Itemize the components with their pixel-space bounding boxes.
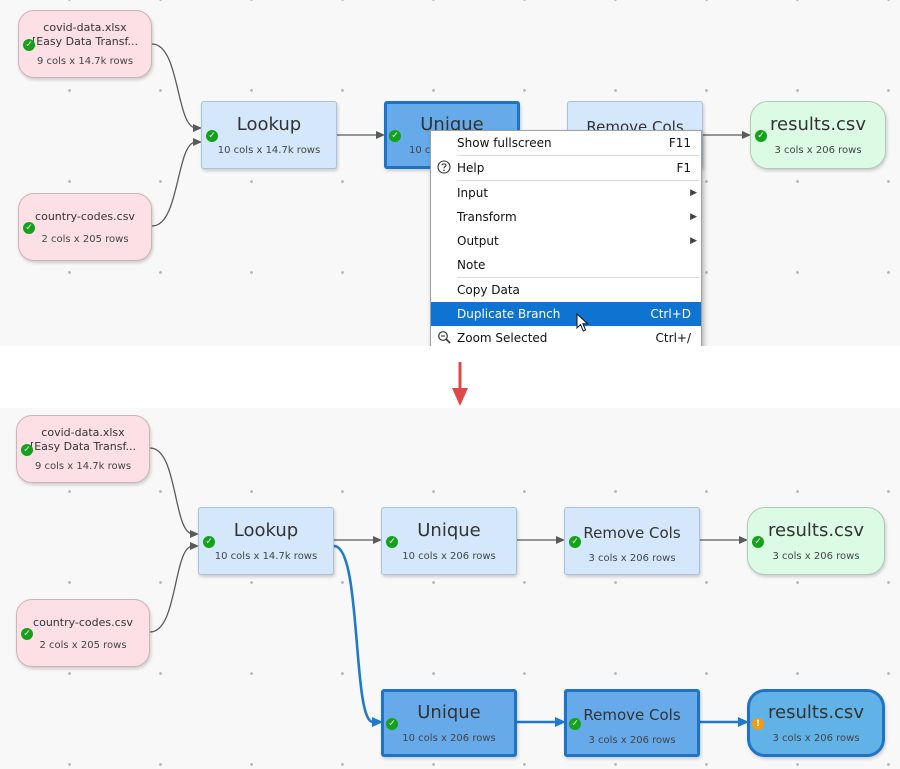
menu-item-label: Transform (457, 210, 517, 224)
menu-item-shortcut: Ctrl+D (650, 307, 691, 321)
node-results-csv-duplicate[interactable]: results.csv 3 cols x 206 rows ! (747, 689, 885, 757)
menu-item-shortcut: Ctrl+/ (655, 331, 691, 345)
node-title: Unique (417, 702, 481, 723)
node-meta: 10 cols x 14.7k rows (217, 145, 321, 156)
check-icon: ✓ (203, 536, 215, 548)
check-icon: ✓ (386, 718, 398, 730)
menu-item-shortcut: F1 (676, 161, 691, 175)
node-meta: 2 cols x 205 rows (39, 640, 127, 651)
node-lookup[interactable]: Lookup 10 cols x 14.7k rows ✓ (201, 101, 337, 169)
transition-arrow-icon (452, 362, 468, 406)
wire-country-lookup (151, 141, 197, 227)
canvas-before[interactable]: covid-data.xlsx [Easy Data Transf... 9 c… (0, 0, 900, 346)
check-icon: ✓ (206, 130, 218, 142)
node-meta: 10 co (409, 145, 437, 156)
wire-covid-lookup (149, 447, 194, 535)
node-lookup[interactable]: Lookup 10 cols x 14.7k rows ✓ (198, 507, 334, 575)
node-title: Remove Cols (583, 524, 681, 542)
menu-separator (457, 180, 699, 181)
node-meta: 3 cols x 206 rows (588, 735, 676, 746)
menu-separator (457, 277, 699, 278)
submenu-arrow-icon: ▶ (690, 236, 697, 246)
menu-item-copy-data[interactable]: Copy Data (431, 278, 701, 302)
node-title-line1: covid-data.xlsx (41, 426, 125, 439)
check-icon: ✓ (21, 628, 33, 640)
submenu-arrow-icon: ▶ (690, 212, 697, 222)
node-title: Lookup (236, 114, 302, 135)
menu-item-output[interactable]: Output ▶ (431, 229, 701, 253)
menu-item-label: Zoom Selected (457, 331, 548, 345)
check-icon: ✓ (23, 222, 35, 234)
node-title: Remove Cols (583, 706, 681, 724)
node-title-line2: [Easy Data Transf... (31, 35, 139, 48)
node-results-csv[interactable]: results.csv 3 cols x 206 rows ✓ (747, 507, 885, 575)
node-title: results.csv (770, 114, 866, 135)
menu-item-note[interactable]: Note (431, 253, 701, 277)
menu-item-label: Show fullscreen (457, 136, 552, 150)
menu-separator (457, 155, 699, 156)
node-title: Lookup (233, 520, 299, 541)
node-covid-data[interactable]: covid-data.xlsx [Easy Data Transf... 9 c… (16, 415, 150, 483)
zoom-icon (438, 331, 451, 344)
mouse-pointer-icon (576, 313, 589, 332)
node-covid-data[interactable]: covid-data.xlsx [Easy Data Transf... 9 c… (18, 10, 152, 78)
check-icon: ✓ (21, 444, 33, 456)
submenu-arrow-icon: ▶ (690, 188, 697, 198)
menu-item-transform[interactable]: Transform ▶ (431, 205, 701, 229)
menu-item-shortcut: F11 (668, 136, 691, 150)
node-unique[interactable]: Unique 10 cols x 206 rows ✓ (381, 507, 517, 575)
check-icon: ✓ (569, 718, 581, 730)
node-meta: 3 cols x 206 rows (772, 551, 860, 562)
menu-item-label: Help (457, 161, 485, 175)
check-icon: ✓ (386, 536, 398, 548)
help-icon (437, 160, 451, 174)
wire-covid-lookup (151, 43, 197, 129)
check-icon: ✓ (755, 130, 767, 142)
menu-item-label: Output (457, 234, 499, 248)
node-title-line2: [Easy Data Transf... (29, 440, 137, 453)
check-icon: ✓ (23, 39, 35, 51)
node-unique-duplicate[interactable]: Unique 10 cols x 206 rows ✓ (381, 689, 517, 757)
menu-item-label: Input (457, 186, 489, 200)
node-title: results.csv (768, 520, 864, 541)
node-meta: 3 cols x 206 rows (774, 145, 862, 156)
node-title: Unique (420, 114, 484, 135)
node-meta: 3 cols x 206 rows (588, 553, 676, 564)
menu-item-label: Duplicate Branch (457, 307, 561, 321)
node-title-line1: covid-data.xlsx (43, 21, 127, 34)
canvas-after[interactable]: covid-data.xlsx [Easy Data Transf... 9 c… (0, 408, 900, 769)
node-title: results.csv (768, 702, 864, 723)
node-results-csv[interactable]: results.csv 3 cols x 206 rows ✓ (750, 101, 886, 169)
node-title: country-codes.csv (33, 616, 133, 629)
node-country-codes[interactable]: country-codes.csv 2 cols x 205 rows ✓ (18, 193, 152, 261)
node-title: Unique (417, 520, 481, 541)
node-meta: 9 cols x 14.7k rows (36, 56, 134, 67)
node-country-codes[interactable]: country-codes.csv 2 cols x 205 rows ✓ (16, 599, 150, 667)
wire-lookup-unique-duplicate (333, 544, 374, 724)
check-icon: ✓ (569, 536, 581, 548)
context-menu: Show fullscreen F11 Help F1 Input ▶ Tran… (430, 130, 702, 346)
check-icon: ✓ (752, 536, 764, 548)
node-meta: 10 cols x 14.7k rows (214, 551, 318, 562)
wire-country-lookup (149, 545, 194, 633)
check-icon: ✓ (389, 130, 401, 142)
node-meta: 3 cols x 206 rows (772, 733, 860, 744)
menu-item-input[interactable]: Input ▶ (431, 181, 701, 205)
node-meta: 10 cols x 206 rows (402, 551, 496, 562)
menu-item-label: Note (457, 258, 486, 272)
menu-item-label: Copy Data (457, 283, 520, 297)
menu-item-show-fullscreen[interactable]: Show fullscreen F11 (431, 131, 701, 155)
node-remove-cols[interactable]: Remove Cols 3 cols x 206 rows ✓ (564, 507, 700, 575)
warning-icon: ! (752, 718, 764, 730)
node-meta: 10 cols x 206 rows (402, 733, 496, 744)
node-remove-cols-duplicate[interactable]: Remove Cols 3 cols x 206 rows ✓ (564, 689, 700, 757)
menu-item-duplicate-branch[interactable]: Duplicate Branch Ctrl+D (431, 302, 701, 326)
node-meta: 2 cols x 205 rows (41, 234, 129, 245)
menu-item-help[interactable]: Help F1 (431, 156, 701, 180)
menu-item-zoom-selected[interactable]: Zoom Selected Ctrl+/ (431, 326, 701, 346)
node-title: country-codes.csv (35, 210, 135, 223)
node-meta: 9 cols x 14.7k rows (34, 461, 132, 472)
